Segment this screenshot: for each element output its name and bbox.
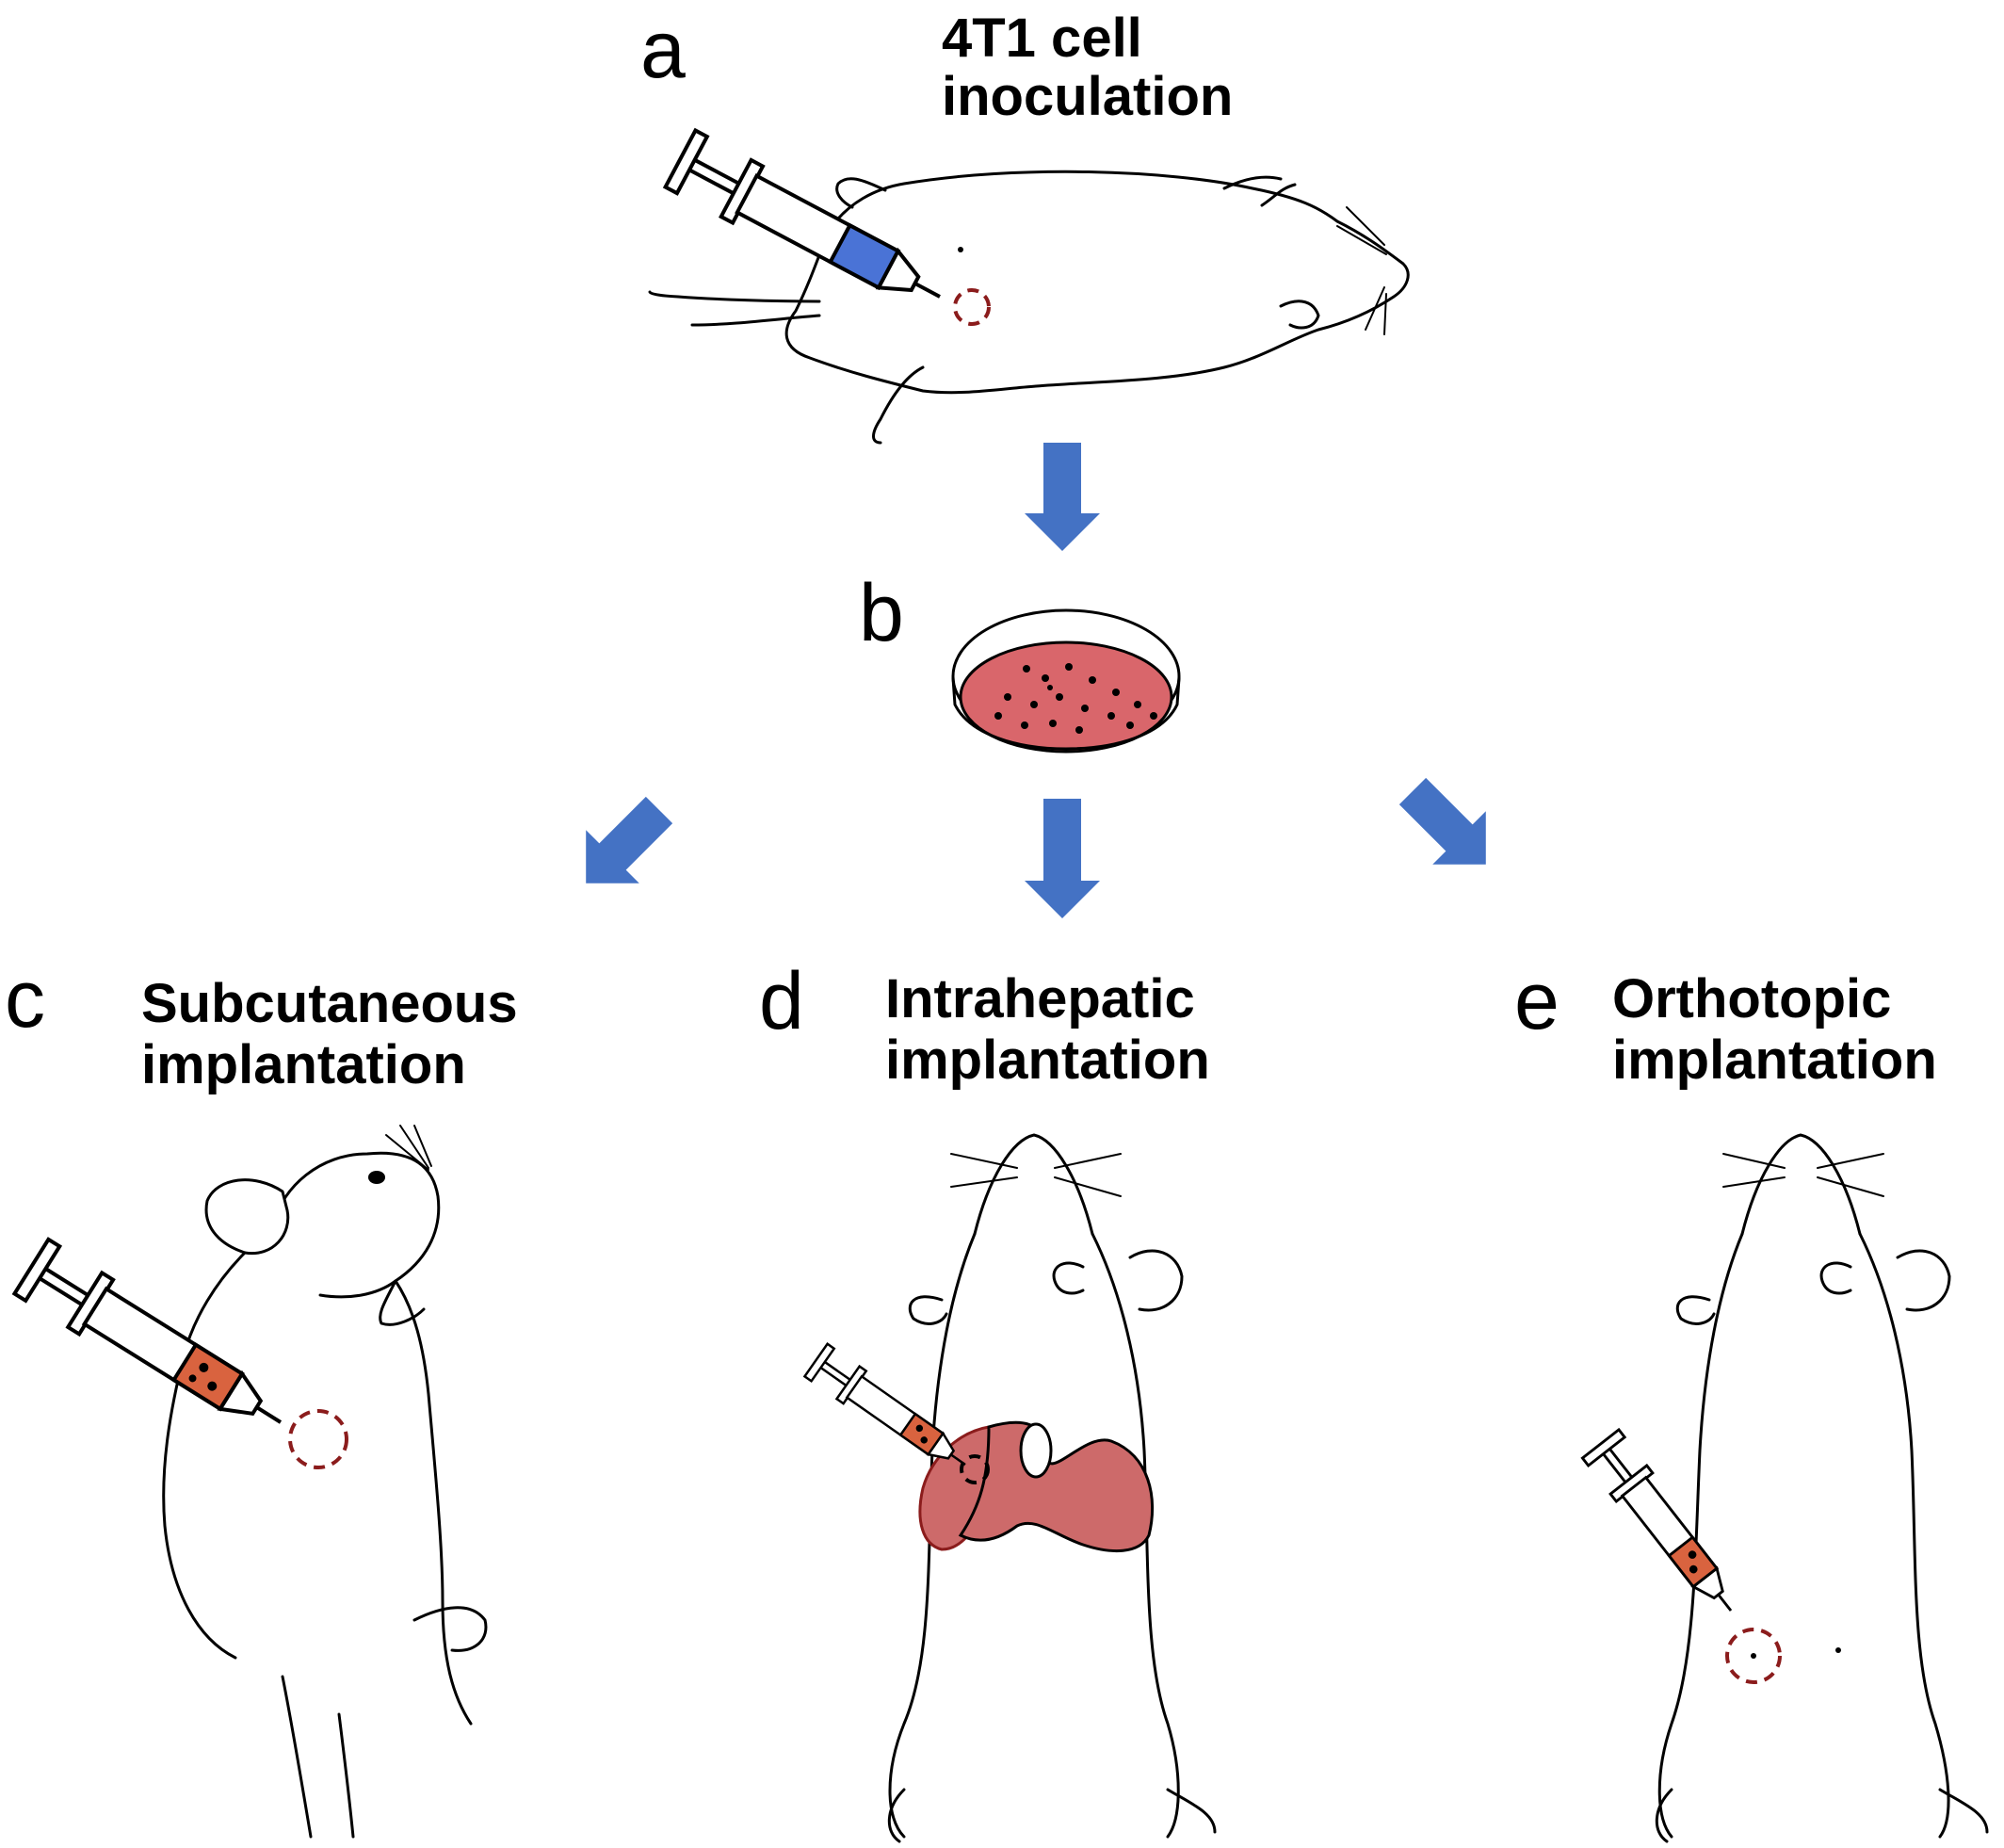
petri-dish-icon xyxy=(951,608,1181,754)
injection-site-ring xyxy=(953,288,991,326)
arrow-a-to-b xyxy=(1025,443,1100,551)
panel-b-letter: b xyxy=(859,568,904,658)
arrow-b-to-d xyxy=(1025,799,1100,918)
liver-illustration xyxy=(918,1420,1155,1553)
mouse-supine-illustration xyxy=(887,1133,1217,1843)
syringe-icon xyxy=(666,131,955,326)
block-arrow-icon xyxy=(1025,443,1100,551)
panel-a-letter: a xyxy=(640,5,686,95)
panel-e-title-line2: implantation xyxy=(1612,1029,1937,1091)
panel-a-title-line1: 4T1 cell xyxy=(942,8,1142,69)
arrow-b-to-e xyxy=(1398,777,1486,865)
block-arrow-icon xyxy=(1398,777,1486,865)
panel-d-letter: d xyxy=(759,956,804,1046)
panel-a-title-line2: inoculation xyxy=(942,66,1233,127)
mouse-upright-illustration xyxy=(162,1125,488,1839)
panel-d: d Intrahepatic implantation xyxy=(759,956,1217,1843)
syringe-icon xyxy=(803,1342,978,1483)
panel-d-title-line1: Intrahepatic xyxy=(885,968,1195,1029)
syringe-icon xyxy=(12,1237,300,1451)
block-arrow-icon xyxy=(586,796,673,883)
panel-c: c Subcutaneous implantation xyxy=(5,954,518,1839)
panel-e: e Orthotopic implantation xyxy=(1514,956,1989,1843)
block-arrow-icon xyxy=(1025,799,1100,918)
mouse-supine-illustration xyxy=(648,170,1410,445)
injection-site-ring xyxy=(288,1409,348,1469)
arrow-b-to-c xyxy=(586,796,673,883)
panel-e-title-line1: Orthotopic xyxy=(1612,968,1891,1029)
panel-e-letter: e xyxy=(1514,956,1560,1046)
injection-site-ring xyxy=(960,1454,990,1484)
mouse-supine-illustration xyxy=(1655,1133,1989,1843)
syringe-icon xyxy=(1580,1428,1751,1627)
panel-c-letter: c xyxy=(5,954,45,1045)
panel-c-title-line2: implantation xyxy=(141,1034,466,1095)
panel-c-title-line1: Subcutaneous xyxy=(141,973,518,1034)
panel-b: b xyxy=(859,568,1181,754)
panel-a: a 4T1 cell inoculation xyxy=(640,5,1410,445)
injection-site-ring xyxy=(1725,1628,1782,1684)
panel-d-title-line2: implantation xyxy=(885,1029,1210,1091)
